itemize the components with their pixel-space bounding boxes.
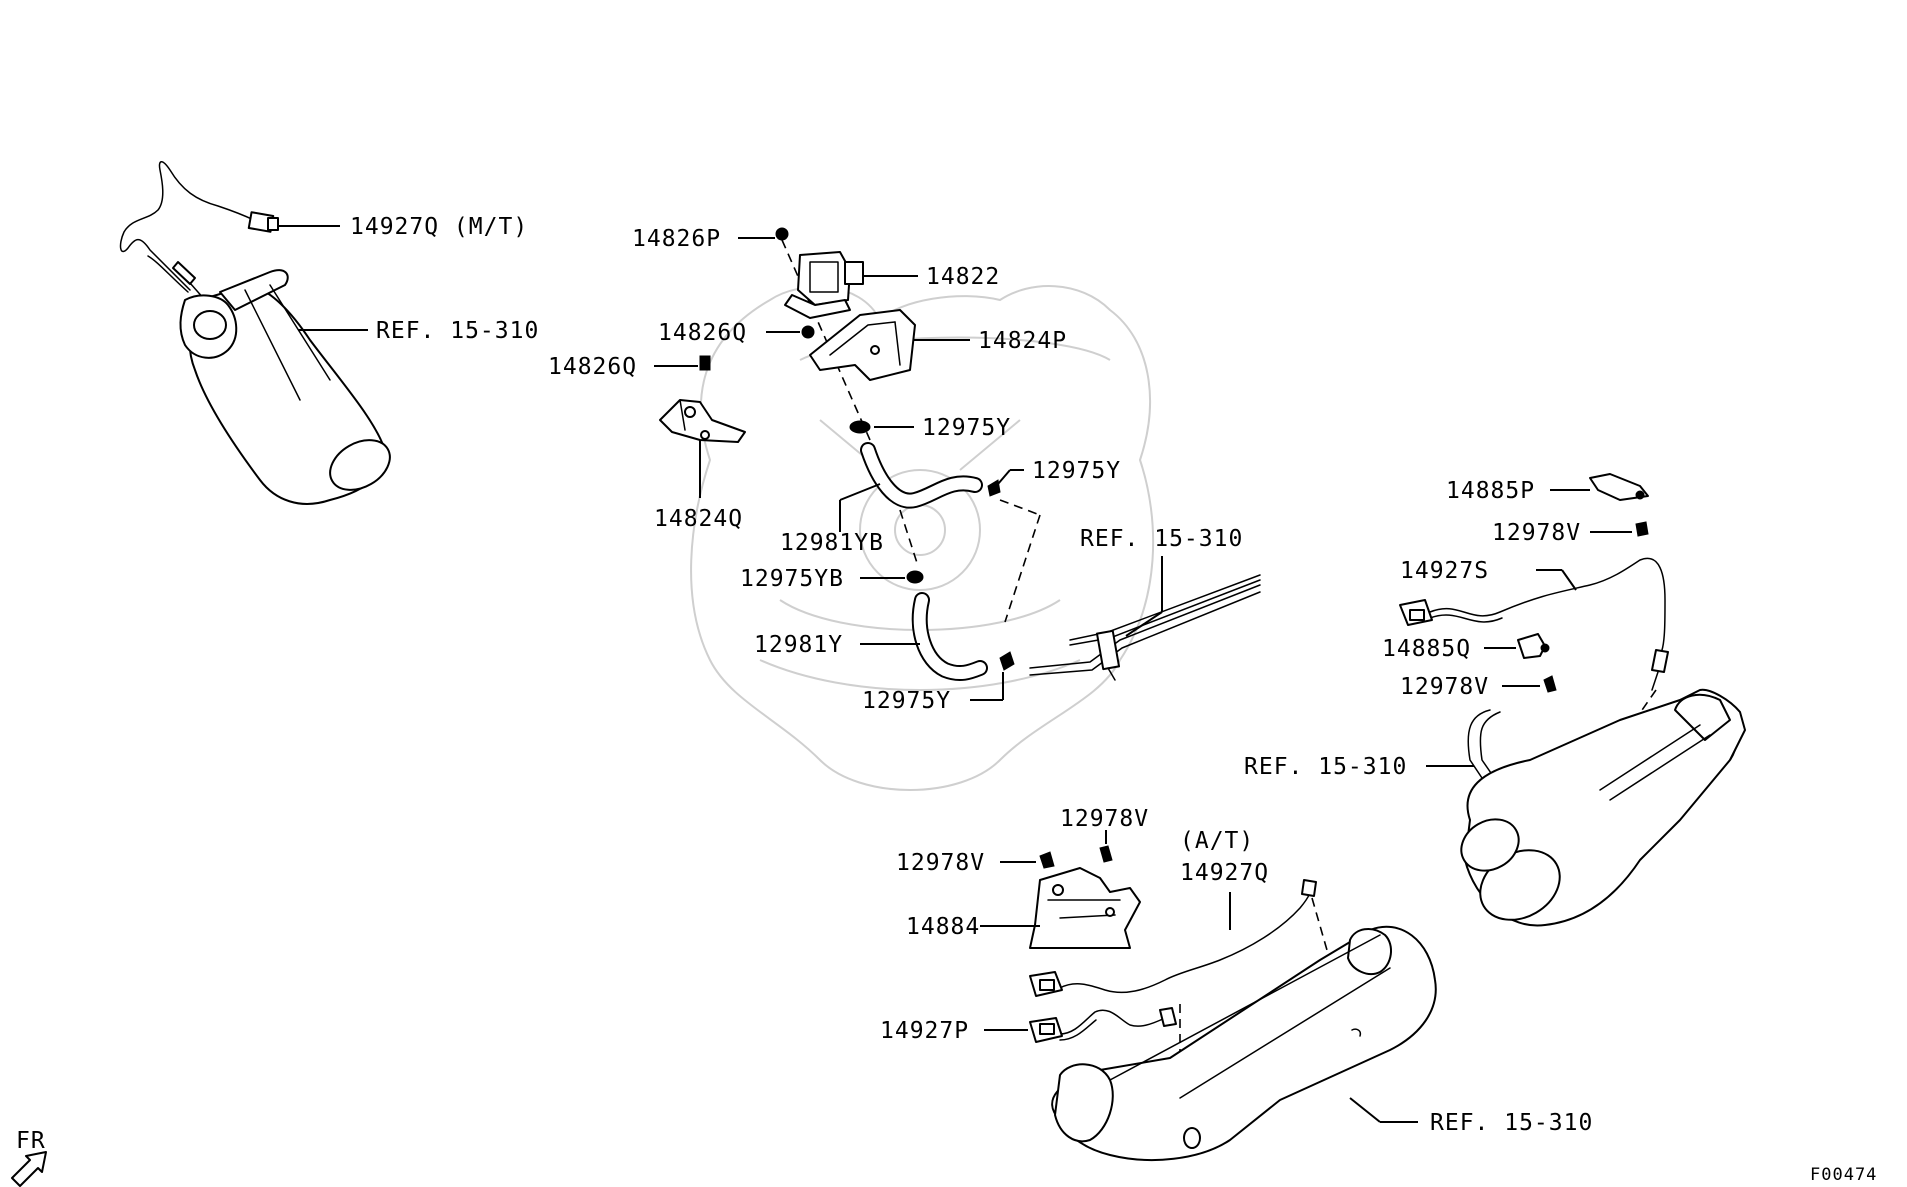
muffler-bottom (1051, 925, 1437, 1161)
label-14885q: 14885Q (1382, 636, 1471, 662)
bolt-12978v-b[interactable] (1543, 675, 1557, 693)
label-ref-15-310-bottom: REF. 15-310 (1430, 1110, 1593, 1136)
label-12975yb: 12975YB (740, 566, 844, 592)
front-marker-label: FR (16, 1128, 46, 1154)
label-at: (A/T) (1180, 828, 1254, 854)
label-14822: 14822 (926, 264, 1000, 290)
hose-12981y[interactable] (911, 592, 988, 682)
label-14927s: 14927S (1400, 558, 1489, 584)
label-ref-15-310-right: REF. 15-310 (1244, 754, 1407, 780)
hose-12981yb[interactable] (860, 442, 983, 509)
sensor-bracket-14885q[interactable] (1517, 633, 1550, 659)
clamp-12975y-b[interactable] (987, 479, 1001, 497)
clamp-12975y-c[interactable] (999, 651, 1015, 671)
label-ref-15-310-pipe: REF. 15-310 (1080, 526, 1243, 552)
bolt-14826p[interactable] (775, 227, 789, 241)
sensor-bracket-14885p[interactable] (1589, 473, 1649, 501)
bolt-12978v-d[interactable] (1039, 851, 1055, 869)
label-14824q: 14824Q (654, 506, 743, 532)
front-direction-arrow-icon (11, 1151, 47, 1187)
label-14826q-b: 14826Q (548, 354, 637, 380)
label-12978v-c: 12978V (1060, 806, 1149, 832)
clamp-12975yb[interactable] (906, 570, 924, 584)
muffler-right (1460, 688, 1746, 927)
o2-sensor-14927q-at[interactable] (1029, 879, 1317, 997)
clamp-12975y-a[interactable] (849, 420, 871, 434)
diagram-id: F00474 (1810, 1165, 1877, 1185)
label-14884: 14884 (906, 914, 980, 940)
label-14927q: 14927Q (1180, 860, 1269, 886)
label-12981yb: 12981YB (780, 530, 884, 556)
solenoid-valve-14822[interactable] (784, 251, 864, 319)
label-14885p: 14885P (1446, 478, 1535, 504)
vacuum-pipe-assembly (1029, 574, 1261, 681)
label-12975y-a: 12975Y (922, 415, 1011, 441)
o2-sensor-14927q-mt[interactable] (119, 161, 279, 301)
label-14927p: 14927P (880, 1018, 969, 1044)
o2-sensor-14927p[interactable] (1029, 1007, 1177, 1043)
bracket-14884[interactable] (1029, 867, 1141, 949)
label-12981y: 12981Y (754, 632, 843, 658)
label-14826p: 14826P (632, 226, 721, 252)
label-12975y-c: 12975Y (862, 688, 951, 714)
bolt-14826q-b[interactable] (699, 355, 711, 371)
exhaust-pipe-front (179, 269, 391, 505)
bracket-14824p[interactable] (809, 309, 916, 381)
label-14824p: 14824P (978, 328, 1067, 354)
label-12978v-a: 12978V (1492, 520, 1581, 546)
label-12978v-b: 12978V (1400, 674, 1489, 700)
label-14826q-a: 14826Q (658, 320, 747, 346)
bolt-12978v-c[interactable] (1099, 845, 1113, 863)
label-ref-15-310-topleft: REF. 15-310 (376, 318, 539, 344)
nut-14826q-a[interactable] (801, 325, 815, 339)
bolt-12978v-a[interactable] (1635, 521, 1649, 537)
o2-sensor-14927s[interactable] (1399, 557, 1669, 691)
label-14927q-mt: 14927Q (M/T) (350, 214, 528, 240)
label-12978v-d: 12978V (896, 850, 985, 876)
bracket-14824q[interactable] (659, 399, 746, 443)
label-12975y-b: 12975Y (1032, 458, 1121, 484)
